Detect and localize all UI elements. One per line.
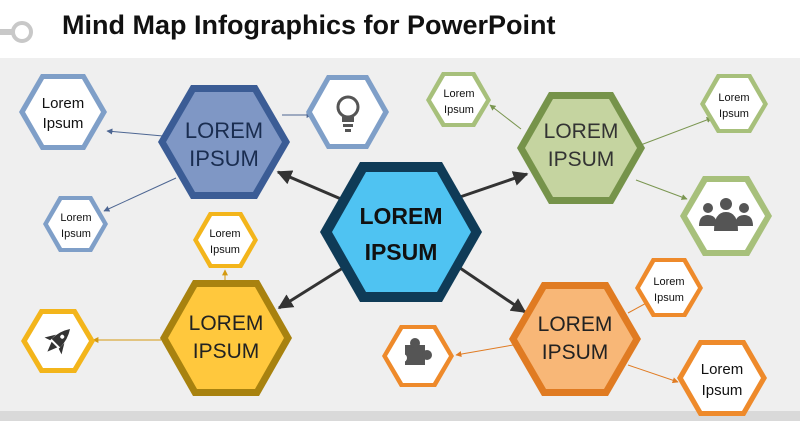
green-leaf-left-line2: Ipsum [444,104,474,116]
yellow-main-label-line1: LOREM [189,312,264,335]
blue-leaf-bottom[interactable]: Lorem Ipsum [43,196,108,252]
yellow-leaf-top-line2: Ipsum [210,244,240,256]
green-leaf-right[interactable]: Lorem Ipsum [700,74,768,133]
blue-leaf-bottom-line2: Ipsum [61,228,91,240]
logo-icon [0,21,33,43]
footer-band [0,411,800,421]
blue-leaf-top-line1: Lorem [42,95,85,112]
orange-main-node[interactable]: LOREM IPSUM [509,282,641,396]
orange-main-label-line1: LOREM [538,313,613,336]
green-leaf-left[interactable]: Lorem Ipsum [426,72,491,127]
connector-orange-icon [455,343,520,358]
connector-center-green [456,171,529,200]
lightbulb-icon [336,95,360,132]
orange-leaf-bottom-line1: Lorem [701,361,744,378]
connector-orange-leaf-bottom [627,364,679,384]
green-main-label-line1: LOREM [544,120,619,143]
orange-leaf-top[interactable]: Lorem Ipsum [635,258,703,317]
connector-center-blue [276,170,349,204]
orange-leaf-top-line2: Ipsum [654,292,684,304]
orange-leaf-bottom-line2: Ipsum [702,382,743,399]
page-title: Mind Map Infographics for PowerPoint [62,10,556,40]
connector-green-leaf-right [637,117,713,147]
blue-icon-node[interactable] [306,75,389,149]
yellow-leaf-top[interactable]: Lorem Ipsum [193,212,258,268]
yellow-main-node[interactable]: LOREM IPSUM [160,280,292,396]
blue-main-node[interactable]: LOREM IPSUM [158,85,290,199]
green-main-label-line2: IPSUM [548,148,615,171]
connector-center-orange [459,266,527,314]
connector-green-leaf-left [489,104,522,130]
green-main-node[interactable]: LOREM IPSUM [517,92,645,204]
yellow-leaf-top-line1: Lorem [209,228,240,240]
green-leaf-right-line2: Ipsum [719,108,749,120]
blue-main-label-line1: LOREM [185,118,263,143]
orange-leaf-top-line1: Lorem [653,276,684,288]
orange-leaf-bottom[interactable]: Lorem Ipsum [677,340,767,416]
orange-icon-node[interactable] [382,325,454,387]
connector-green-icon [635,179,688,200]
center-label-line2: IPSUM [365,239,438,265]
green-leaf-left-line1: Lorem [443,88,474,100]
center-node[interactable]: LOREM IPSUM [320,162,482,302]
yellow-main-label-line2: IPSUM [193,340,260,363]
green-leaf-right-line1: Lorem [718,92,749,104]
blue-leaf-top-line2: Ipsum [43,115,84,132]
center-label-line1: LOREM [359,203,442,229]
connector-center-yellow [277,264,347,310]
connector-blue-leaf-top [106,128,164,137]
orange-main-label-line2: IPSUM [542,341,609,364]
header-bar [0,0,800,58]
blue-main-label-line2: IPSUM [189,146,259,171]
yellow-icon-node[interactable] [21,309,95,373]
blue-leaf-bottom-line1: Lorem [60,212,91,224]
connector-blue-leaf-bottom [103,177,177,212]
blue-leaf-top[interactable]: Lorem Ipsum [19,74,107,150]
people-icon [699,198,753,231]
green-icon-node[interactable] [680,176,772,256]
puzzle-icon [399,338,432,365]
